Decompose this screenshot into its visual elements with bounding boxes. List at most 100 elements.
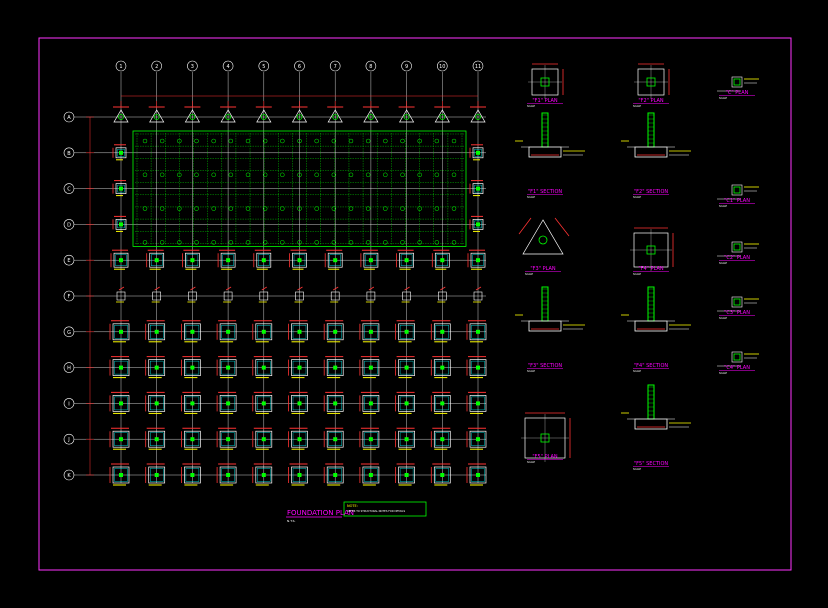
mat-pile [331, 172, 337, 178]
footing-I9 [395, 391, 415, 414]
mat-pile [245, 172, 251, 178]
footing-outline [472, 219, 484, 230]
grid-bubble-col-3: 3 [187, 60, 198, 72]
pile-circle [403, 114, 410, 120]
footing-E7 [324, 249, 343, 270]
base-outline [437, 291, 447, 301]
footing-I11 [466, 391, 487, 414]
footing-pad [364, 325, 378, 339]
footing-outline [112, 323, 130, 341]
column-stub [476, 186, 480, 191]
base-outline [152, 291, 161, 301]
pile-cap-triangle [398, 109, 415, 123]
footing-pad [257, 432, 271, 446]
detail-column-outline [731, 184, 743, 196]
footing-pad [185, 468, 200, 482]
footing-pad [364, 360, 378, 375]
foundation-plan-footings [109, 101, 487, 486]
footing-K5 [252, 463, 273, 486]
base-outline [402, 291, 411, 301]
mat-pile [383, 206, 388, 211]
footing-outline [433, 430, 451, 448]
footing-pad [185, 432, 200, 446]
mat-pile [142, 206, 148, 211]
detail-column-outline [731, 351, 743, 363]
footing-outline [433, 359, 451, 376]
footing-H3 [180, 356, 201, 379]
column-base-F10 [437, 286, 447, 303]
grid-bubble-label: 10 [439, 64, 445, 70]
mat-pile [365, 206, 371, 211]
detail-title: "F1" PLAN [532, 98, 558, 104]
footing-E2 [146, 249, 165, 270]
footing-outline [362, 359, 380, 376]
grid-bubble-circle [63, 147, 75, 159]
grid-bubble-circle [472, 60, 484, 72]
footing-pad [365, 254, 377, 266]
column-stub [333, 258, 338, 263]
grid-bubble-circle [401, 60, 412, 72]
mat-pile [331, 138, 337, 144]
column-stub [261, 258, 266, 263]
base-outline [188, 291, 197, 301]
detail-column-bars [733, 298, 741, 306]
footing-outline [291, 395, 308, 412]
detail-scale: SCALE [527, 195, 535, 199]
base-tag [190, 286, 196, 291]
grid-bubble-row-G: G [63, 326, 75, 338]
detail-pile [538, 235, 548, 245]
mat-pile [434, 240, 440, 245]
footing-pad [221, 468, 235, 482]
detail-scale: SCALE [719, 204, 727, 208]
column-stub [190, 258, 195, 263]
footing-outline [112, 466, 130, 484]
mat-pile [451, 240, 457, 245]
column-stub [190, 401, 195, 406]
mat-pile [297, 206, 302, 211]
column-stub [119, 258, 123, 263]
detail-footing-section [634, 320, 668, 332]
detail-title: "C3" PLAN [724, 310, 750, 316]
detail-title: "F1" SECTION [528, 189, 563, 195]
grid-bubble-col-9: 9 [401, 60, 412, 72]
footing-J2 [145, 427, 166, 450]
footing-outline [469, 323, 487, 341]
detail-title: "F3" SECTION [528, 363, 563, 369]
footing-E5 [253, 249, 272, 270]
footing-outline [433, 395, 451, 412]
base-tag [261, 286, 268, 291]
column-stub [119, 437, 123, 442]
pile-cap-A6 [291, 101, 308, 123]
footing-K7 [323, 463, 344, 486]
column-stub [297, 258, 302, 263]
pile-cap-A2 [148, 101, 165, 123]
footing-outline [398, 359, 415, 376]
grid-bubble-circle [365, 60, 377, 72]
footing-J4 [216, 427, 237, 450]
footing-outline [184, 466, 201, 484]
column-stub [440, 437, 445, 442]
footing-G1 [109, 320, 130, 343]
footing-outline [362, 323, 380, 341]
footing-pad [149, 360, 164, 375]
mat-pile [211, 172, 216, 178]
column-stub [404, 437, 409, 442]
detail-footing-section [528, 146, 562, 158]
footing-G2 [145, 320, 166, 343]
footing-outline [184, 395, 201, 412]
footing-outline [148, 466, 166, 484]
column-stub [190, 365, 195, 370]
mat-pile [228, 172, 234, 178]
footing-J1 [109, 427, 130, 450]
grid-bubble-label: H [67, 366, 71, 372]
footing-outline [327, 252, 343, 268]
footing-outline [326, 395, 344, 412]
footing-outline [115, 219, 127, 230]
detail-column-outline [731, 296, 743, 308]
edge-footing-left-C [112, 180, 127, 197]
column-stub [476, 473, 480, 477]
grid-bubble-circle [187, 60, 198, 72]
column-stub [440, 365, 445, 370]
pile-cap-A4 [220, 101, 237, 123]
